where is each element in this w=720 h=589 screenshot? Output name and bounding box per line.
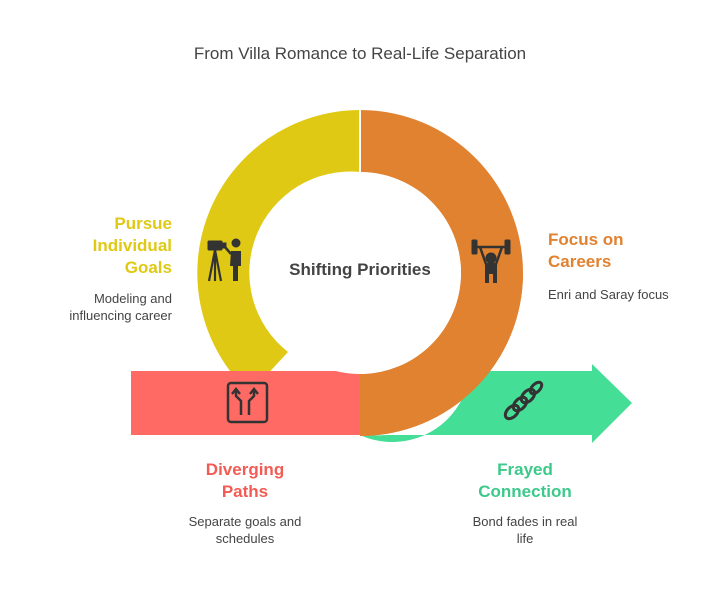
diverging-arrows-icon xyxy=(226,381,269,424)
pursue-heading-line: Goals xyxy=(124,258,172,277)
diverge-desc-line: Separate goals and xyxy=(188,514,302,529)
pursue-desc-line: Modeling and xyxy=(93,291,172,306)
frayed-description: Bond fades in real life xyxy=(450,513,600,547)
pursue-heading-line: Individual xyxy=(92,236,172,255)
pursue-heading-line: Pursue xyxy=(114,214,172,233)
pursue-desc-line: influencing career xyxy=(69,308,172,323)
pursue-description: Modeling and influencing career xyxy=(22,290,172,324)
focus-heading-line: Focus on xyxy=(548,230,624,249)
ring-tail-orange xyxy=(360,273,523,436)
frayed-heading-line: Connection xyxy=(478,482,572,501)
frayed-heading-line: Frayed xyxy=(497,460,553,479)
diverge-heading-line: Paths xyxy=(221,482,269,501)
diverge-desc-line: schedules xyxy=(215,531,275,546)
bar-segment-red xyxy=(131,371,360,435)
frayed-desc-line: life xyxy=(516,531,534,546)
center-label: Shifting Priorities xyxy=(289,260,431,279)
ring-segment-yellow xyxy=(197,110,360,393)
focus-heading: Focus on Careers xyxy=(548,229,688,273)
focus-heading-line: Careers xyxy=(548,252,612,271)
frayed-desc-line: Bond fades in real xyxy=(472,514,578,529)
chain-link-icon xyxy=(503,380,544,421)
diagram-title: From Villa Romance to Real-Life Separati… xyxy=(193,44,527,63)
weightlifter-icon xyxy=(471,239,511,283)
diverge-description: Separate goals and schedules xyxy=(170,513,320,547)
frayed-heading: Frayed Connection xyxy=(450,459,600,503)
photographer-tripod-icon xyxy=(207,238,241,282)
focus-description: Enri and Saray focus xyxy=(548,286,708,303)
diverge-heading: Diverging Paths xyxy=(160,459,330,503)
center-circle xyxy=(259,172,461,374)
diverge-heading-line: Diverging xyxy=(205,460,285,479)
arrow-segment-green xyxy=(360,364,632,443)
pursue-heading: Pursue Individual Goals xyxy=(22,213,172,279)
focus-desc-line: Enri and Saray focus xyxy=(548,287,669,302)
